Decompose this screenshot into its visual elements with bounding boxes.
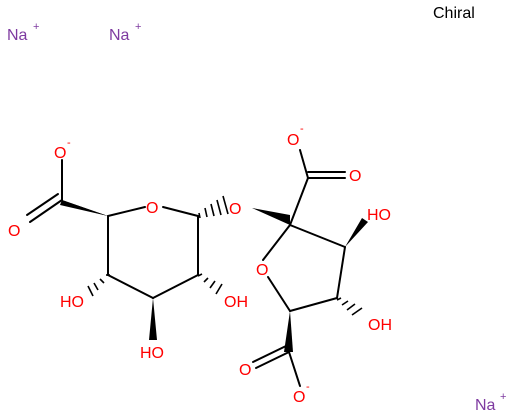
sodium-ion-3: Na + bbox=[475, 391, 506, 414]
hydroxyl-label: HO bbox=[60, 294, 84, 311]
hydroxyl-label: HO bbox=[367, 207, 391, 224]
carbonyl-oxygen-label: O bbox=[239, 362, 251, 379]
sodium-charge: + bbox=[135, 21, 141, 33]
left-carboxylate-o-minus: O - bbox=[54, 137, 71, 162]
oxygen-label: O bbox=[293, 389, 305, 406]
hashed-bond bbox=[198, 195, 229, 219]
bond bbox=[252, 345, 287, 363]
bond bbox=[267, 276, 291, 312]
sodium-symbol: Na bbox=[7, 27, 28, 44]
sodium-ion-1: Na + bbox=[7, 21, 39, 44]
hashed-bond bbox=[197, 273, 223, 295]
bottom-carboxylate-o-minus: O - bbox=[293, 381, 310, 406]
bond bbox=[299, 149, 309, 179]
hashed-bond bbox=[336, 297, 363, 316]
hashed-bond bbox=[87, 274, 110, 297]
wedge-bond bbox=[149, 298, 157, 340]
pyranose-ring-bonds bbox=[107, 206, 199, 299]
charge-label: - bbox=[67, 137, 71, 149]
bond bbox=[107, 206, 146, 217]
bond bbox=[107, 274, 154, 299]
chiral-label: Chiral bbox=[433, 5, 475, 22]
top-carboxylate-o-minus: O - bbox=[287, 123, 304, 149]
oxygen-label: O bbox=[54, 145, 66, 162]
carbonyl-oxygen-label: O bbox=[349, 168, 361, 185]
hydroxyl-label: OH bbox=[368, 317, 392, 334]
bond bbox=[262, 224, 291, 261]
wedge-bond bbox=[252, 208, 290, 225]
furanose-substituent-bonds bbox=[252, 149, 368, 387]
bond bbox=[336, 246, 346, 299]
sodium-charge: + bbox=[33, 21, 39, 33]
oxygen-label: O bbox=[287, 132, 299, 149]
bond bbox=[288, 351, 301, 387]
wedge-bond bbox=[284, 311, 293, 352]
sodium-ion-2: Na + bbox=[109, 21, 141, 44]
sodium-charge: + bbox=[500, 391, 506, 403]
wedge-bond bbox=[345, 218, 368, 247]
charge-label: - bbox=[300, 123, 304, 135]
bond bbox=[29, 199, 63, 223]
pyranose-substituent-bonds bbox=[87, 195, 229, 340]
sodium-symbol: Na bbox=[109, 27, 130, 44]
left-carboxylate-bonds bbox=[26, 159, 108, 223]
furanose-ring-bonds bbox=[262, 224, 346, 312]
carbonyl-oxygen-label: O bbox=[8, 223, 20, 240]
bond bbox=[162, 206, 199, 217]
wedge-bond bbox=[60, 200, 108, 216]
bond bbox=[152, 274, 199, 299]
bond bbox=[289, 177, 309, 226]
hydroxyl-label: HO bbox=[140, 345, 164, 362]
bond bbox=[289, 224, 346, 248]
hydroxyl-label: OH bbox=[224, 294, 248, 311]
charge-label: - bbox=[306, 381, 310, 393]
bond bbox=[26, 193, 59, 216]
glycosidic-oxygen-label: O bbox=[229, 201, 241, 218]
sodium-symbol: Na bbox=[475, 397, 496, 414]
bond bbox=[289, 297, 338, 312]
ring-oxygen-label: O bbox=[256, 262, 268, 279]
bond bbox=[255, 351, 290, 369]
ring-oxygen-label: O bbox=[146, 200, 158, 217]
